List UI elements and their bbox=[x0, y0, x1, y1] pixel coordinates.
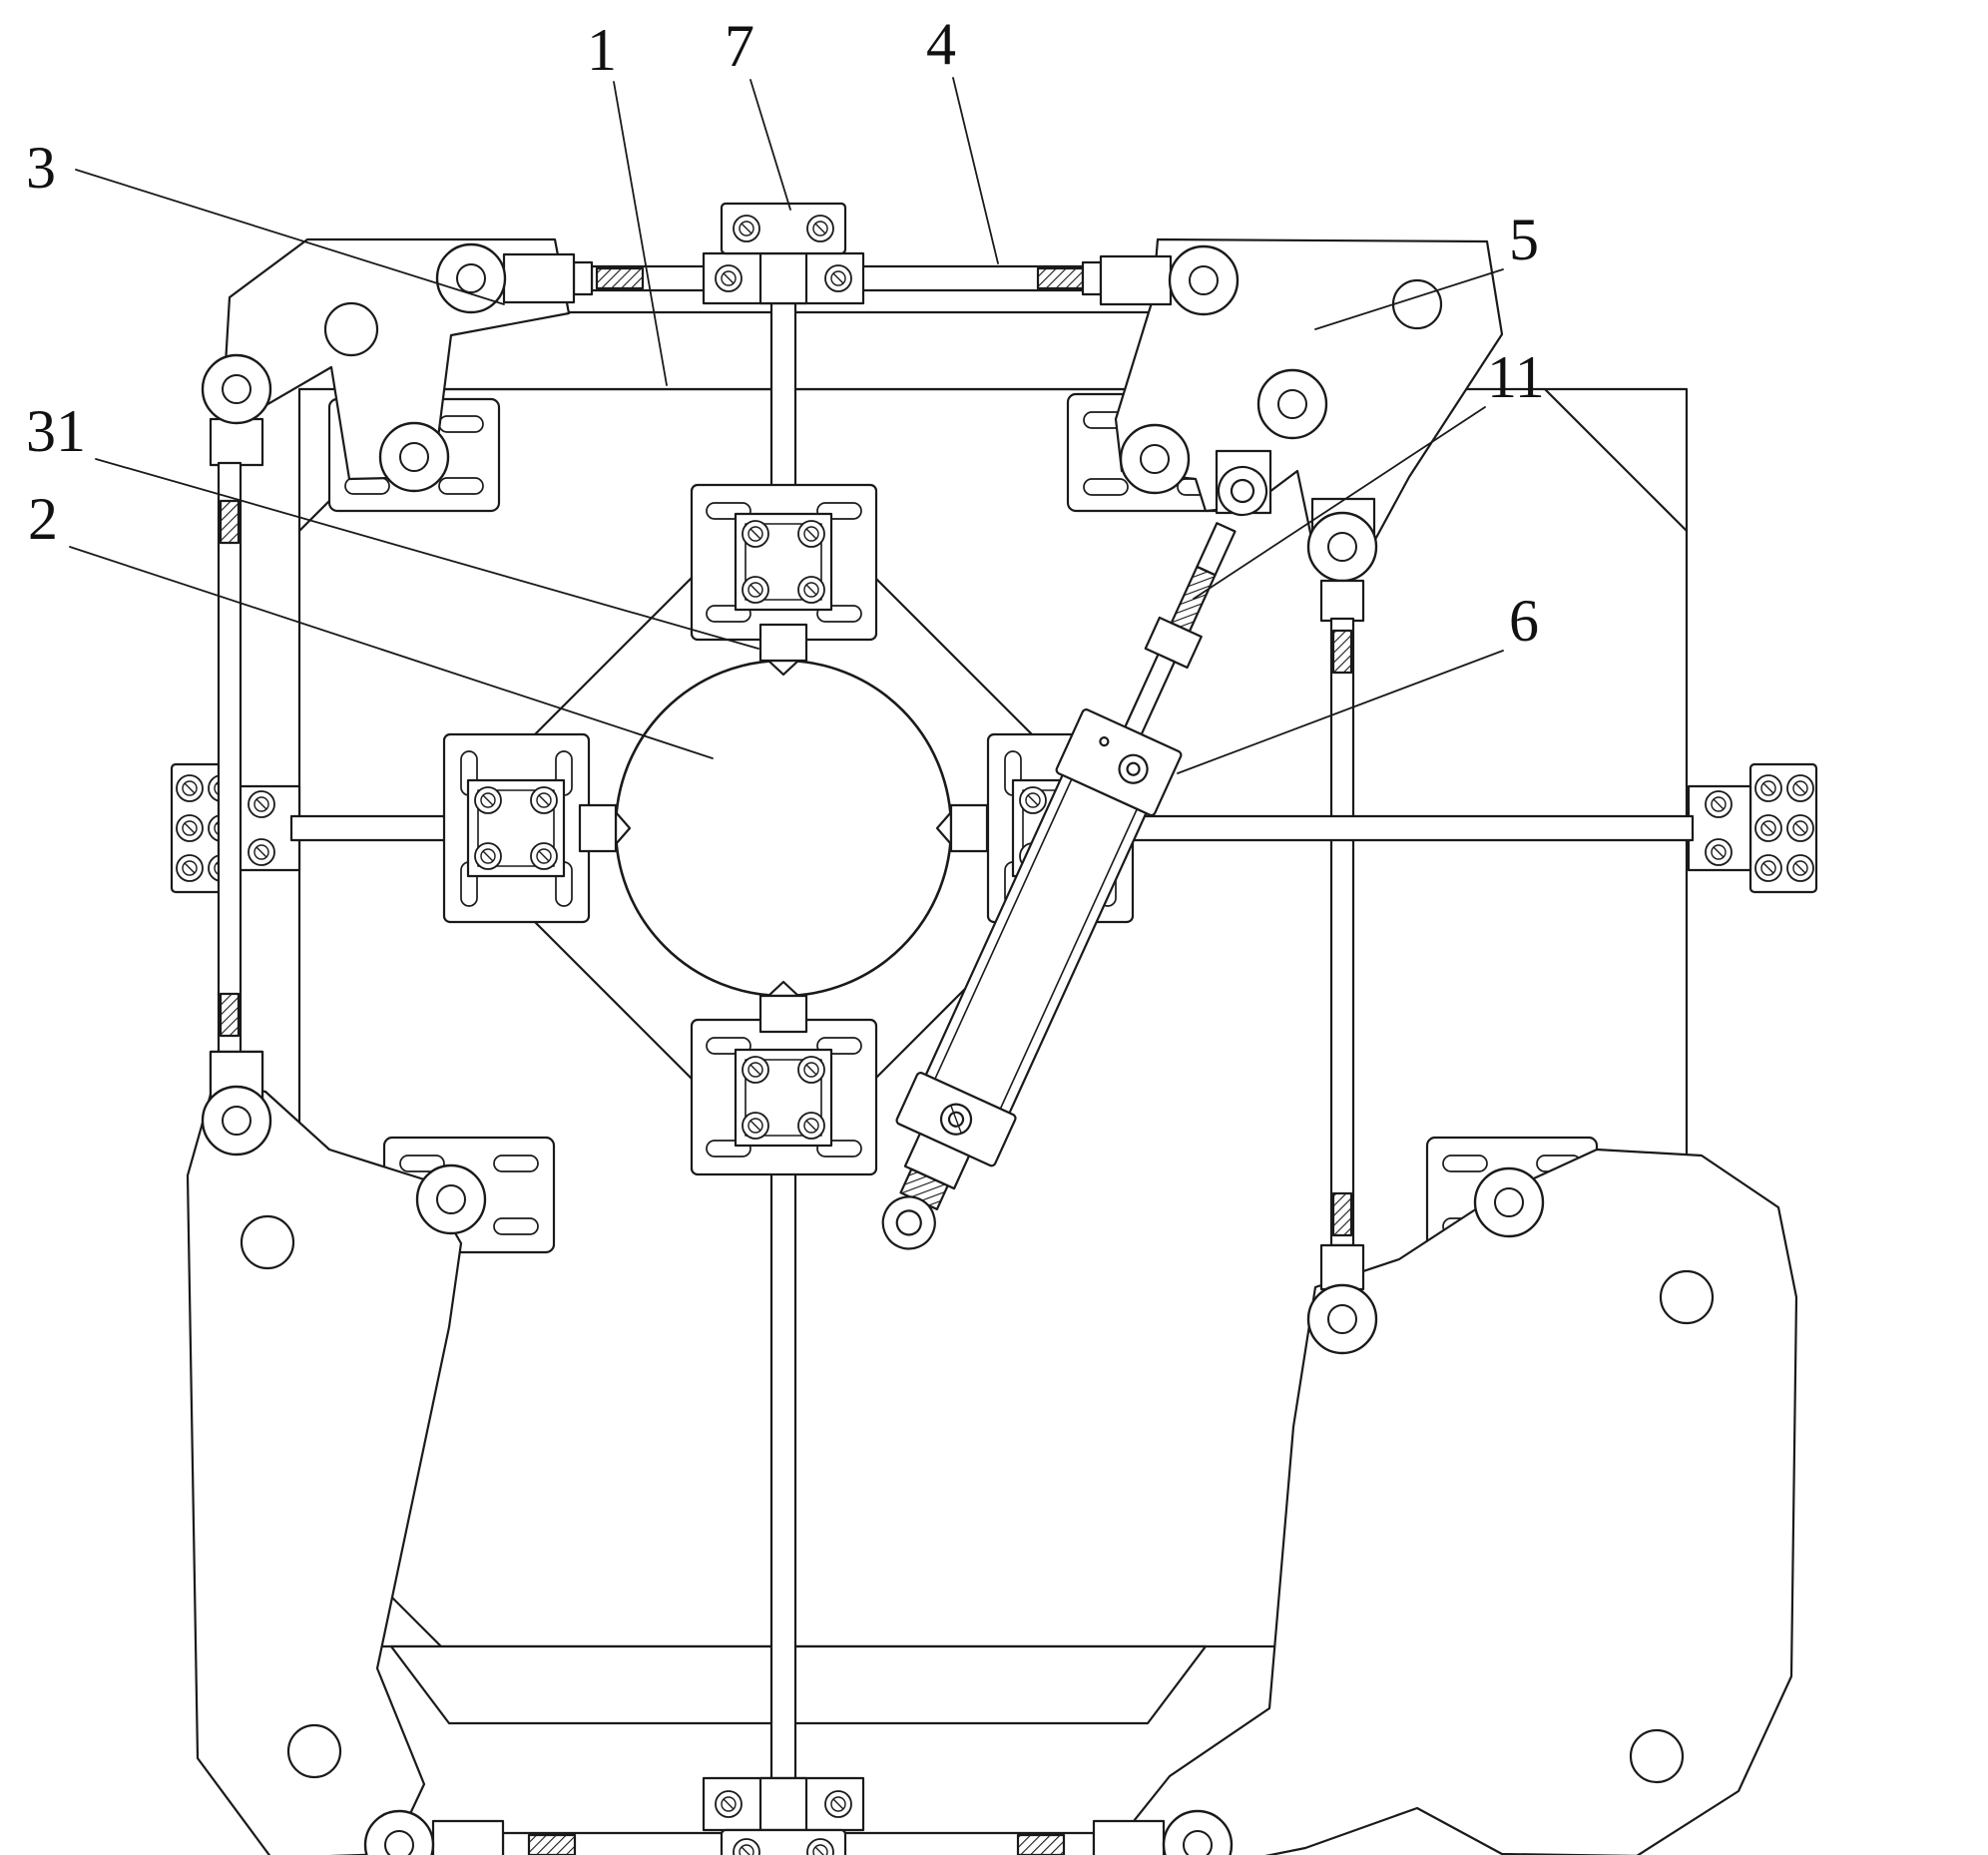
pivot-bottom-right bbox=[1473, 1166, 1545, 1238]
bell-crank-bottom-right bbox=[1120, 1148, 1798, 1855]
lightening-hole bbox=[286, 1723, 342, 1779]
crank-bearing-top-right bbox=[1256, 368, 1328, 440]
clevis-left bbox=[431, 1819, 505, 1855]
callout-5: 5 bbox=[1314, 207, 1539, 330]
thread-section bbox=[1036, 266, 1086, 290]
clevis-right bbox=[1099, 254, 1173, 306]
top-clamp-bracket bbox=[702, 202, 865, 305]
leader-line-11 bbox=[1193, 406, 1486, 600]
leader-line-7 bbox=[749, 79, 791, 211]
callout-7: 7 bbox=[725, 13, 791, 211]
rod-end-bearing bbox=[1306, 511, 1378, 583]
callout-4: 4 bbox=[926, 11, 999, 264]
clamp-jaws bbox=[578, 623, 989, 1034]
lightening-hole bbox=[1629, 1728, 1685, 1784]
jaw-block-bottom bbox=[758, 994, 808, 1034]
callout-31: 31 bbox=[26, 398, 759, 650]
leader-line-1 bbox=[613, 81, 668, 386]
leader-line-4 bbox=[952, 77, 999, 264]
leader-line-3 bbox=[75, 169, 505, 305]
label-2: 2 bbox=[28, 486, 58, 552]
rod-end-bearing bbox=[1168, 244, 1240, 316]
lightening-hole bbox=[323, 301, 379, 357]
leader-line-6 bbox=[1177, 650, 1504, 774]
lightening-hole bbox=[240, 1214, 295, 1270]
lightening-hole bbox=[1659, 1269, 1715, 1325]
callout-3: 3 bbox=[26, 135, 505, 305]
guide-plate-bottom bbox=[690, 1018, 878, 1176]
rod-end-bearing bbox=[1306, 1283, 1378, 1355]
thread-section bbox=[219, 499, 241, 545]
label-7: 7 bbox=[725, 13, 754, 79]
base-plate bbox=[297, 310, 1689, 1725]
lightening-hole bbox=[1391, 278, 1443, 330]
label-11: 11 bbox=[1487, 344, 1545, 410]
rod-end-bearing bbox=[201, 1085, 272, 1157]
thread-section bbox=[219, 992, 241, 1038]
callout-1: 1 bbox=[587, 17, 668, 386]
right-tie-rod bbox=[1306, 511, 1378, 1355]
callout-6: 6 bbox=[1177, 588, 1539, 774]
leader-line-2 bbox=[69, 546, 714, 759]
label-6: 6 bbox=[1509, 588, 1539, 654]
central-workpiece-circle bbox=[614, 659, 953, 998]
thread-section bbox=[1331, 629, 1353, 675]
jaw-block-left bbox=[578, 803, 618, 853]
right-slider-bracket bbox=[1687, 762, 1818, 894]
thread-section bbox=[595, 266, 645, 290]
thread-section bbox=[1331, 1191, 1353, 1237]
pivot-top-left bbox=[378, 421, 450, 493]
guide-plate-left bbox=[442, 732, 591, 924]
guide-plate-top bbox=[690, 483, 878, 642]
leader-line-31 bbox=[95, 458, 759, 650]
label-31: 31 bbox=[26, 398, 86, 464]
label-1: 1 bbox=[587, 17, 617, 83]
bottom-clamp-bracket bbox=[702, 1776, 865, 1855]
pivot-top-right bbox=[1119, 423, 1191, 495]
thread-section bbox=[1016, 1833, 1066, 1855]
left-tie-rod bbox=[201, 353, 272, 1157]
bottom-edge-strip bbox=[389, 1644, 1208, 1725]
pivot-bottom-left bbox=[415, 1163, 487, 1235]
label-4: 4 bbox=[926, 11, 956, 77]
label-5: 5 bbox=[1509, 207, 1539, 272]
rod-housing bbox=[209, 417, 264, 467]
jaw-block-top bbox=[758, 623, 808, 663]
jaw-block-right bbox=[949, 803, 989, 853]
label-3: 3 bbox=[26, 135, 56, 201]
callout-2: 2 bbox=[28, 486, 714, 759]
clevis-left bbox=[502, 252, 576, 304]
chamfer-top-right bbox=[1543, 387, 1689, 533]
rod-end-bearing bbox=[201, 353, 272, 425]
thread-section bbox=[527, 1833, 577, 1855]
leader-line-5 bbox=[1314, 268, 1504, 330]
clevis-right bbox=[1092, 1819, 1166, 1855]
callout-11: 11 bbox=[1193, 344, 1545, 600]
